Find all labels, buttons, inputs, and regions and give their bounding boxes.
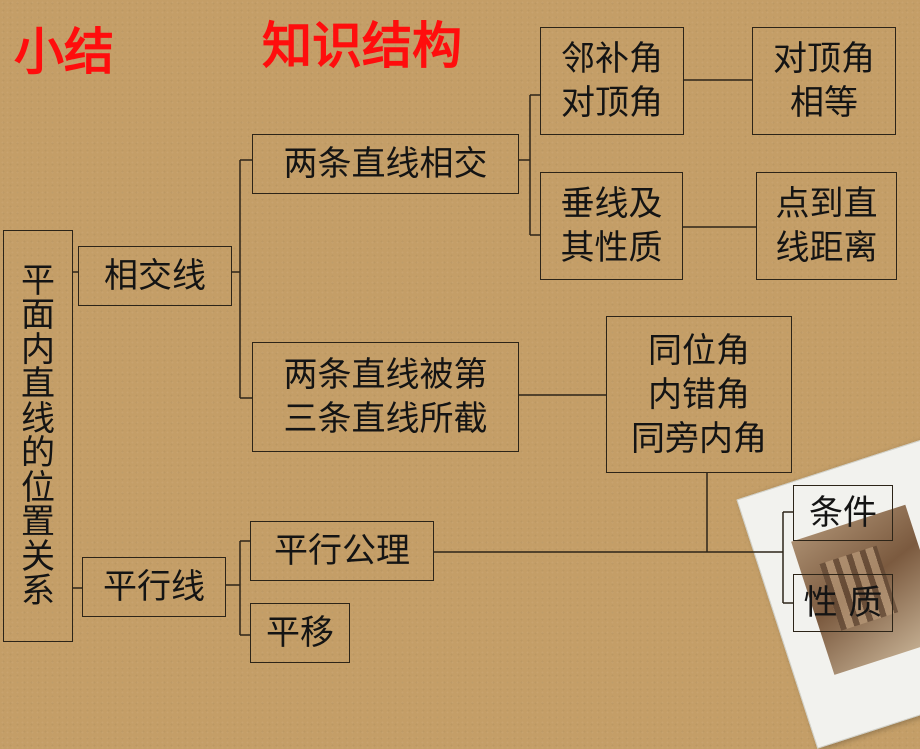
root-char: 面 xyxy=(21,295,55,335)
alternate-angles-label: 内错角 xyxy=(648,374,750,415)
vertical-equal-line1: 对顶角 xyxy=(773,39,875,79)
intersecting-lines-box: 相交线 xyxy=(78,246,232,306)
angles-box: 同位角 内错角 同旁内角 xyxy=(606,316,792,473)
third-line-cut-line1: 两条直线被第 xyxy=(283,355,488,395)
intersecting-lines-label: 相交线 xyxy=(104,256,206,296)
vertical-angles-equal-box: 对顶角 相等 xyxy=(752,27,896,135)
perpendicular-line2: 其性质 xyxy=(560,228,663,268)
point-distance-line2: 线距离 xyxy=(775,228,878,268)
summary-title: 小结 xyxy=(14,23,114,81)
root-box-plane-lines: 平 面 内 直 线 的 位 置 关 系 xyxy=(3,230,73,642)
point-distance-line1: 点到直 xyxy=(775,184,878,224)
knowledge-structure-title: 知识结构 xyxy=(262,17,462,75)
two-lines-intersect-box: 两条直线相交 xyxy=(252,134,519,194)
root-char: 关 xyxy=(21,536,55,577)
properties-label: 性 质 xyxy=(803,583,883,623)
conditions-box: 条件 xyxy=(793,485,893,541)
adjacent-vertical-angles-box: 邻补角 对顶角 xyxy=(540,27,684,135)
translation-label: 平移 xyxy=(266,613,334,653)
point-line-distance-box: 点到直 线距离 xyxy=(756,172,897,280)
root-char: 直 xyxy=(21,364,55,404)
conditions-label: 条件 xyxy=(809,493,877,533)
third-line-cut-line2: 三条直线所截 xyxy=(283,399,488,439)
parallel-axiom-box: 平行公理 xyxy=(250,521,434,581)
adjacent-angle-label: 邻补角 xyxy=(561,39,663,79)
translation-box: 平移 xyxy=(250,603,350,663)
root-char: 线 xyxy=(21,398,55,439)
root-char: 置 xyxy=(21,502,55,542)
connector-lines xyxy=(73,79,793,636)
root-char: 平 xyxy=(21,260,55,301)
third-line-cut-box: 两条直线被第 三条直线所截 xyxy=(252,342,519,452)
two-lines-intersect-label: 两条直线相交 xyxy=(283,144,488,184)
root-char: 内 xyxy=(21,329,55,370)
co-interior-angles-label: 同旁内角 xyxy=(631,418,767,459)
perpendicular-box: 垂线及 其性质 xyxy=(540,172,683,280)
parallel-lines-label: 平行线 xyxy=(103,567,205,607)
root-char: 的 xyxy=(21,433,55,473)
vertical-equal-line2: 相等 xyxy=(790,83,858,123)
vertical-angle-label: 对顶角 xyxy=(561,83,663,123)
root-char: 位 xyxy=(21,467,55,508)
parallel-lines-box: 平行线 xyxy=(82,557,226,617)
parallel-axiom-label: 平行公理 xyxy=(274,531,410,571)
perpendicular-line1: 垂线及 xyxy=(560,184,663,224)
root-char: 系 xyxy=(21,571,55,611)
properties-box: 性 质 xyxy=(793,574,893,632)
corresponding-angles-label: 同位角 xyxy=(648,330,750,371)
